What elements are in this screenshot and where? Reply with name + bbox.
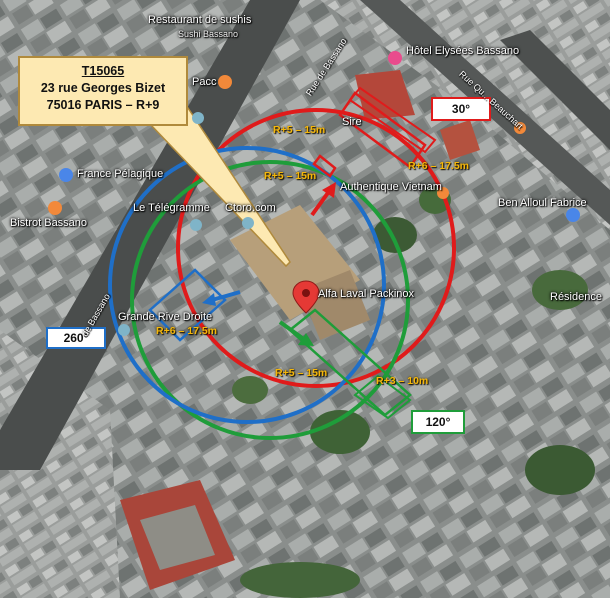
restaurant-icon[interactable] bbox=[437, 187, 449, 199]
tree-cluster bbox=[232, 376, 268, 404]
site-city: 75016 PARIS – R+9 bbox=[46, 98, 160, 112]
obstacle-height-label: R+3 – 10m bbox=[376, 375, 429, 387]
tree-cluster bbox=[310, 410, 370, 454]
poi-dot-icon[interactable] bbox=[190, 219, 202, 231]
tree-cluster bbox=[525, 445, 595, 495]
poi-label-pacc[interactable]: Pacc bbox=[192, 76, 217, 88]
compass-arrow-icon bbox=[278, 320, 307, 342]
compass-arrow-icon bbox=[211, 290, 241, 302]
tree-cluster bbox=[240, 562, 360, 598]
obstacle-height-label: R+5 – 15m bbox=[275, 367, 328, 379]
sector-label-30: 30° bbox=[431, 97, 491, 121]
sector-circle-260 bbox=[108, 146, 386, 424]
poi-label-france-pelagique[interactable]: France Pélagique bbox=[77, 168, 164, 180]
red-roof bbox=[355, 70, 415, 120]
restaurant-icon[interactable] bbox=[514, 122, 526, 134]
poi-label-grande-rive[interactable]: Grande Rive Droite bbox=[118, 311, 213, 323]
site-reference: T15065 bbox=[81, 64, 125, 78]
skylight bbox=[140, 505, 215, 570]
compass-arrow-icon bbox=[202, 293, 216, 306]
poi-label-bistrot[interactable]: Bistrot Bassano bbox=[10, 217, 88, 229]
obstacle-outline-green bbox=[288, 308, 412, 417]
site-address: 23 rue Georges Bizet bbox=[40, 81, 166, 95]
obstacle-height-label: R+6 – 17.5m bbox=[408, 160, 470, 172]
poi-label-restaurant-sub: Sushi Bassano bbox=[178, 29, 239, 39]
poi-label-hotel[interactable]: Hôtel Elysées Bassano bbox=[406, 45, 520, 57]
obstacle-height-label: R+5 – 15m bbox=[264, 170, 317, 182]
compass-arrow-icon bbox=[310, 188, 332, 217]
shop-icon[interactable] bbox=[59, 168, 73, 182]
compass-arrow-icon bbox=[322, 182, 336, 198]
poi-label-sire[interactable]: Sire bbox=[342, 116, 362, 128]
obstacle-outline-blue bbox=[148, 268, 227, 342]
poi-label-ctoro[interactable]: Ctoro.com bbox=[225, 202, 276, 214]
sector-label-120: 120° bbox=[411, 410, 465, 434]
poi-label-telegramme[interactable]: Le Télégramme bbox=[133, 202, 210, 214]
tree-cluster bbox=[373, 217, 417, 253]
map-pin-icon-dot bbox=[302, 289, 310, 297]
obstacle-outline-red bbox=[348, 86, 437, 154]
sector-circle-120 bbox=[130, 160, 410, 440]
hotel-icon[interactable] bbox=[388, 51, 402, 65]
restaurant-icon[interactable] bbox=[218, 75, 232, 89]
shop-icon[interactable] bbox=[566, 208, 580, 222]
sector-label-260: 260° bbox=[46, 327, 106, 349]
obstacle-outline-red bbox=[312, 154, 337, 178]
poi-label-ben-alloul[interactable]: Ben Alloul Fabrice bbox=[498, 197, 587, 209]
poi-label-residence[interactable]: Résidence bbox=[550, 291, 602, 303]
poi-label-alfa-laval[interactable]: Alfa Laval Packinox bbox=[318, 288, 414, 300]
obstacle-height-label: R+5 – 15m bbox=[273, 124, 326, 136]
poi-label-restaurant[interactable]: Restaurant de sushis bbox=[148, 14, 252, 26]
poi-label-authentique[interactable]: Authentique Vietnam bbox=[340, 181, 442, 193]
poi-dot-icon[interactable] bbox=[192, 112, 204, 124]
compass-arrow-icon bbox=[298, 333, 314, 346]
obstacle-height-label: R+6 – 17.5m bbox=[156, 325, 218, 337]
poi-dot-icon[interactable] bbox=[242, 217, 254, 229]
restaurant-icon[interactable] bbox=[48, 201, 62, 215]
red-roof bbox=[440, 120, 480, 160]
site-callout: T15065 23 rue Georges Bizet 75016 PARIS … bbox=[18, 56, 188, 126]
tree-cluster bbox=[532, 270, 588, 310]
sector-circle-30 bbox=[176, 108, 456, 388]
poi-dot-icon[interactable] bbox=[118, 324, 130, 336]
street-rue-quentin bbox=[500, 30, 610, 150]
obstacle-outline-green bbox=[353, 374, 412, 420]
